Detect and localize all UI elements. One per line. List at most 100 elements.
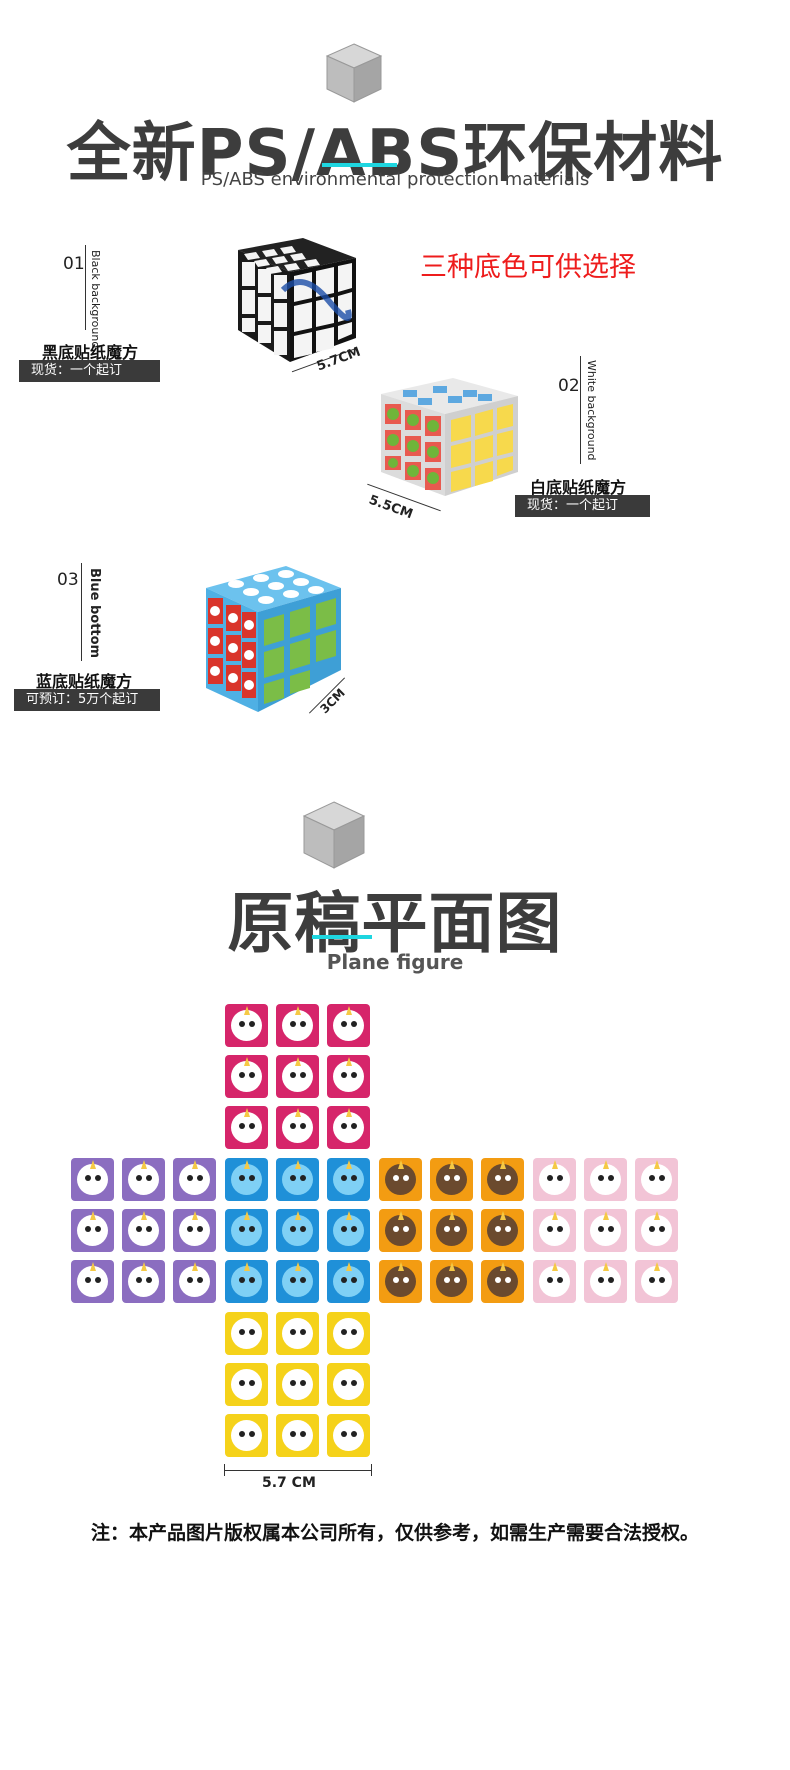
eye-icon xyxy=(197,1277,203,1283)
net-tile-front xyxy=(276,1209,319,1252)
eye-icon xyxy=(351,1123,357,1129)
eye-icon xyxy=(557,1226,563,1232)
narwhal-icon xyxy=(333,1266,364,1297)
title-accent-underline xyxy=(312,935,372,939)
horn-icon xyxy=(295,1211,301,1220)
eye-icon xyxy=(659,1277,665,1283)
net-tile-top xyxy=(225,1106,268,1149)
eye-icon xyxy=(608,1175,614,1181)
net-tile-back xyxy=(584,1158,627,1201)
eye-icon xyxy=(290,1226,296,1232)
net-tile-right xyxy=(481,1260,524,1303)
eye-icon xyxy=(290,1123,296,1129)
white-cube-image xyxy=(381,378,518,496)
cat-unicorn-icon xyxy=(77,1215,108,1246)
panda-icon xyxy=(231,1112,262,1143)
net-tile-front xyxy=(225,1158,268,1201)
eye-icon xyxy=(505,1175,511,1181)
blue-cube-image xyxy=(206,566,341,712)
eye-icon xyxy=(649,1175,655,1181)
pug-unicorn-icon xyxy=(385,1266,416,1297)
panda-icon xyxy=(282,1061,313,1092)
eye-icon xyxy=(341,1175,347,1181)
net-tile-bottom xyxy=(225,1363,268,1406)
eye-icon xyxy=(146,1175,152,1181)
panda-icon xyxy=(282,1112,313,1143)
eye-icon xyxy=(95,1226,101,1232)
eye-icon xyxy=(85,1277,91,1283)
eye-icon xyxy=(187,1226,193,1232)
pug-unicorn-icon xyxy=(487,1164,518,1195)
eye-icon xyxy=(557,1277,563,1283)
cat-unicorn-icon xyxy=(128,1215,159,1246)
eye-icon xyxy=(146,1277,152,1283)
net-tile-left xyxy=(173,1260,216,1303)
eye-icon xyxy=(608,1226,614,1232)
eye-icon xyxy=(300,1431,306,1437)
horn-icon xyxy=(346,1006,352,1015)
net-tile-back xyxy=(533,1260,576,1303)
net-tile-left xyxy=(122,1260,165,1303)
horn-icon xyxy=(295,1006,301,1015)
horn-icon xyxy=(500,1160,506,1169)
horn-icon xyxy=(603,1211,609,1220)
eye-icon xyxy=(608,1277,614,1283)
horn-icon xyxy=(244,1160,250,1169)
eye-icon xyxy=(146,1226,152,1232)
net-tile-top xyxy=(327,1106,370,1149)
pug-unicorn-icon xyxy=(385,1215,416,1246)
panda-icon xyxy=(333,1112,364,1143)
cat-unicorn-icon xyxy=(179,1164,210,1195)
eye-icon xyxy=(547,1175,553,1181)
unicorn-icon xyxy=(641,1164,672,1195)
eye-icon xyxy=(239,1123,245,1129)
cat-unicorn-icon xyxy=(77,1266,108,1297)
net-tile-back xyxy=(584,1209,627,1252)
net-tile-left xyxy=(122,1158,165,1201)
eye-icon xyxy=(239,1380,245,1386)
eye-icon xyxy=(290,1021,296,1027)
eye-icon xyxy=(249,1226,255,1232)
cube-bg-label: Black background xyxy=(89,250,102,349)
eye-icon xyxy=(300,1123,306,1129)
cube-number: 02 xyxy=(558,376,580,396)
llama-icon xyxy=(282,1369,313,1400)
eye-icon xyxy=(85,1226,91,1232)
eye-icon xyxy=(659,1226,665,1232)
horn-icon xyxy=(449,1160,455,1169)
pug-unicorn-icon xyxy=(487,1266,518,1297)
horn-icon xyxy=(552,1160,558,1169)
eye-icon xyxy=(341,1021,347,1027)
horn-icon xyxy=(603,1160,609,1169)
eye-icon xyxy=(557,1175,563,1181)
net-tile-right xyxy=(379,1209,422,1252)
eye-icon xyxy=(239,1329,245,1335)
cube-name: 白底贴纸魔方 xyxy=(530,478,627,497)
eye-icon xyxy=(239,1072,245,1078)
horn-icon xyxy=(244,1211,250,1220)
grey-cube-logo-icon xyxy=(325,43,383,103)
eye-icon xyxy=(249,1380,255,1386)
net-tile-front xyxy=(225,1209,268,1252)
eye-icon xyxy=(300,1226,306,1232)
eye-icon xyxy=(351,1431,357,1437)
horn-icon xyxy=(141,1160,147,1169)
net-tile-top xyxy=(327,1004,370,1047)
horn-icon xyxy=(449,1211,455,1220)
grey-cube-logo-icon xyxy=(302,801,366,869)
eye-icon xyxy=(300,1072,306,1078)
eye-icon xyxy=(290,1072,296,1078)
horn-icon xyxy=(654,1160,660,1169)
unicorn-icon xyxy=(590,1215,621,1246)
stock-badge: 可预订：5万个起订 xyxy=(14,689,160,711)
panda-icon xyxy=(231,1010,262,1041)
horn-icon xyxy=(244,1057,250,1066)
eye-icon xyxy=(505,1277,511,1283)
net-tile-top xyxy=(276,1055,319,1098)
eye-icon xyxy=(351,1329,357,1335)
narwhal-icon xyxy=(231,1266,262,1297)
divider-line xyxy=(580,356,581,464)
dimension-tick-left xyxy=(224,1464,225,1476)
eye-icon xyxy=(249,1072,255,1078)
eye-icon xyxy=(351,1277,357,1283)
